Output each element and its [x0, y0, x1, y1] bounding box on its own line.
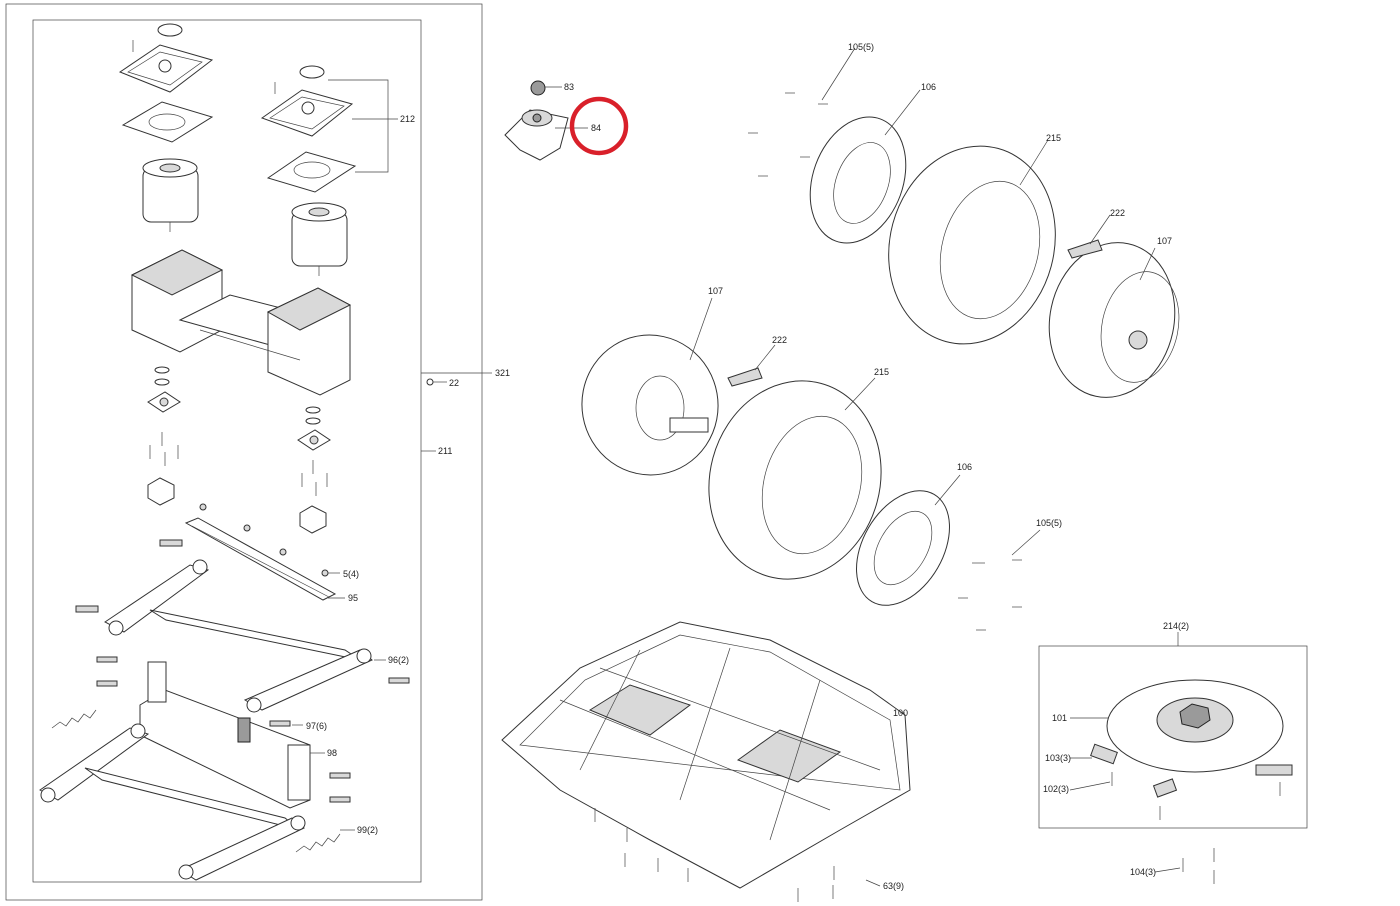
- left-assembly-frame: [5, 3, 492, 901]
- blade-disc-box: [1038, 632, 1308, 884]
- label-63: 63(9): [883, 881, 904, 891]
- mount-hardware: [147, 366, 447, 534]
- gear-and-cap: [504, 80, 629, 161]
- label-102: 102(3): [1043, 784, 1069, 794]
- base-plate: [501, 621, 911, 902]
- label-106-upper: 106: [921, 82, 936, 92]
- motor-bracket: [130, 249, 352, 396]
- label-84: 84: [591, 123, 601, 133]
- label-97: 97(6): [306, 721, 327, 731]
- label-99: 99(2): [357, 825, 378, 835]
- label-215-upper: 215: [1046, 133, 1061, 143]
- motor-cover-plates: [118, 23, 398, 193]
- upper-wheel-assembly: [748, 47, 1180, 398]
- label-104: 104(3): [1130, 867, 1156, 877]
- callout-labels: 83 84 105(5) 106 215 222 107 212 22 321 …: [306, 42, 1189, 891]
- lower-wheel-assembly: [581, 297, 1041, 631]
- label-105-upper: 105(5): [848, 42, 874, 52]
- label-212: 212: [400, 114, 415, 124]
- label-100: 100: [893, 708, 908, 718]
- label-321: 321: [495, 368, 510, 378]
- label-211: 211: [438, 446, 452, 456]
- label-22: 22: [449, 378, 459, 388]
- highlight-circle: [569, 96, 629, 156]
- rail: [184, 503, 345, 601]
- label-83: 83: [564, 82, 574, 92]
- label-96: 96(2): [388, 655, 409, 665]
- lower-lift-frame: [39, 723, 306, 881]
- label-222-upper: 222: [1110, 208, 1125, 218]
- upper-lift-frame: [75, 539, 386, 713]
- label-107-upper: 107: [1157, 236, 1172, 246]
- label-214: 214(2): [1163, 621, 1189, 631]
- label-215-lower: 215: [874, 367, 889, 377]
- springs-and-bolts: [51, 656, 410, 853]
- label-5: 5(4): [343, 569, 359, 579]
- label-105-lower: 105(5): [1036, 518, 1062, 528]
- label-101: 101: [1052, 713, 1067, 723]
- label-98: 98: [327, 748, 337, 758]
- label-107-lower: 107: [708, 286, 723, 296]
- label-106-lower: 106: [957, 462, 972, 472]
- label-95: 95: [348, 593, 358, 603]
- drive-motors: [142, 158, 348, 276]
- center-bracket: [139, 661, 325, 809]
- label-222-lower: 222: [772, 335, 787, 345]
- label-103: 103(3): [1045, 753, 1071, 763]
